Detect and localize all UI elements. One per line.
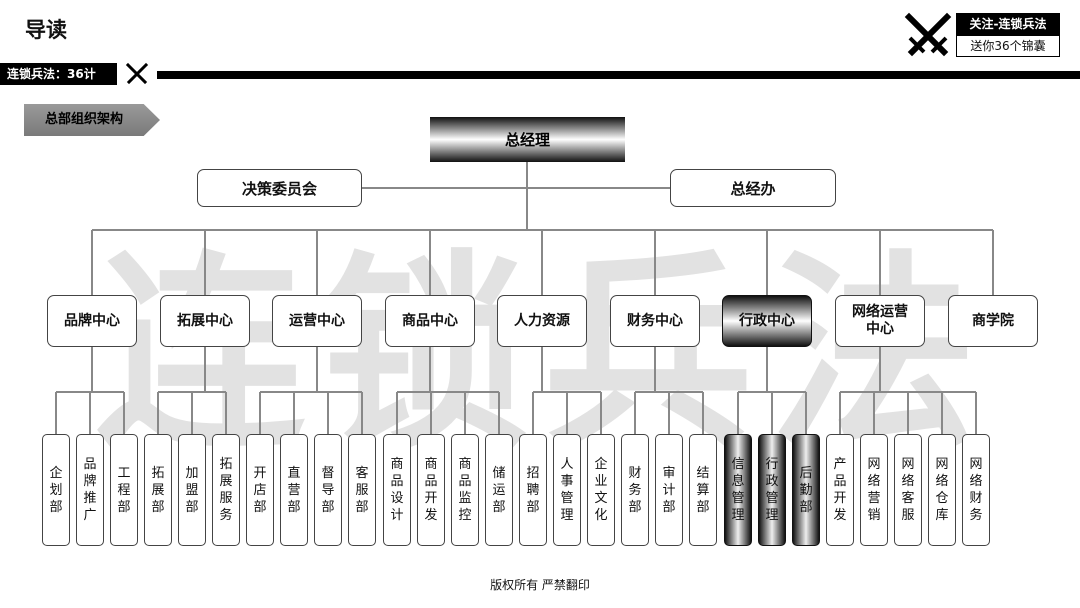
promo-line1: 关注-连锁兵法	[956, 13, 1060, 35]
section-tag: 总部组织架构	[24, 104, 160, 136]
dept-personnel: 人事管理	[553, 434, 581, 546]
dept-online-warehouse: 网络仓库	[928, 434, 956, 546]
center-merchandise: 商品中心	[385, 295, 475, 347]
dept-logistics-support: 后勤部	[792, 434, 820, 546]
dept-store-opening: 开店部	[246, 434, 274, 546]
committee-box: 决策委员会	[197, 169, 362, 207]
page-title: 导读	[25, 18, 67, 42]
dept-engineering: 工程部	[110, 434, 138, 546]
dept-expansion: 拓展部	[144, 434, 172, 546]
dept-supervision: 督导部	[314, 434, 342, 546]
dept-corporate-culture: 企业文化	[587, 434, 615, 546]
dept-direct-stores: 直营部	[280, 434, 308, 546]
dept-audit: 审计部	[655, 434, 683, 546]
center-finance: 财务中心	[610, 295, 700, 347]
dept-online-finance: 网络财务	[962, 434, 990, 546]
center-brand: 品牌中心	[47, 295, 137, 347]
ceo-box: 总经理	[430, 117, 625, 162]
center-expansion: 拓展中心	[160, 295, 250, 347]
dept-logistics: 储运部	[485, 434, 513, 546]
center-online-operations: 网络运营中心	[835, 295, 925, 347]
promo-box: 关注-连锁兵法 送你36个锦囊	[956, 13, 1060, 57]
center-business-school: 商学院	[948, 295, 1038, 347]
crossed-swords-icon	[904, 12, 952, 57]
small-crossed-swords-icon	[125, 62, 149, 85]
dept-franchise: 加盟部	[178, 434, 206, 546]
dept-finance: 财务部	[621, 434, 649, 546]
dept-recruitment: 招聘部	[519, 434, 547, 546]
dept-customer-service: 客服部	[348, 434, 376, 546]
dept-online-customer-service: 网络客服	[894, 434, 922, 546]
dept-online-product-dev: 产品开发	[826, 434, 854, 546]
promo-line2: 送你36个锦囊	[956, 35, 1060, 57]
dept-settlement: 结算部	[689, 434, 717, 546]
dept-product-monitoring: 商品监控	[451, 434, 479, 546]
center-hr: 人力资源	[497, 295, 587, 347]
section-tag-label: 总部组织架构	[44, 112, 123, 127]
dept-product-development: 商品开发	[417, 434, 445, 546]
center-operations: 运营中心	[272, 295, 362, 347]
footer-copyright: 版权所有 严禁翻印	[490, 578, 590, 592]
gm-office-box: 总经办	[670, 169, 836, 207]
dept-information: 信息管理	[724, 434, 752, 546]
dept-planning: 企划部	[42, 434, 70, 546]
dept-brand-promotion: 品牌推广	[76, 434, 104, 546]
dept-product-design: 商品设计	[383, 434, 411, 546]
header-rule	[157, 71, 1080, 79]
center-admin: 行政中心	[722, 295, 812, 347]
dept-online-marketing: 网络营销	[860, 434, 888, 546]
series-label: 连锁兵法：36计	[0, 63, 117, 85]
dept-expansion-service: 拓展服务	[212, 434, 240, 546]
dept-administration: 行政管理	[758, 434, 786, 546]
